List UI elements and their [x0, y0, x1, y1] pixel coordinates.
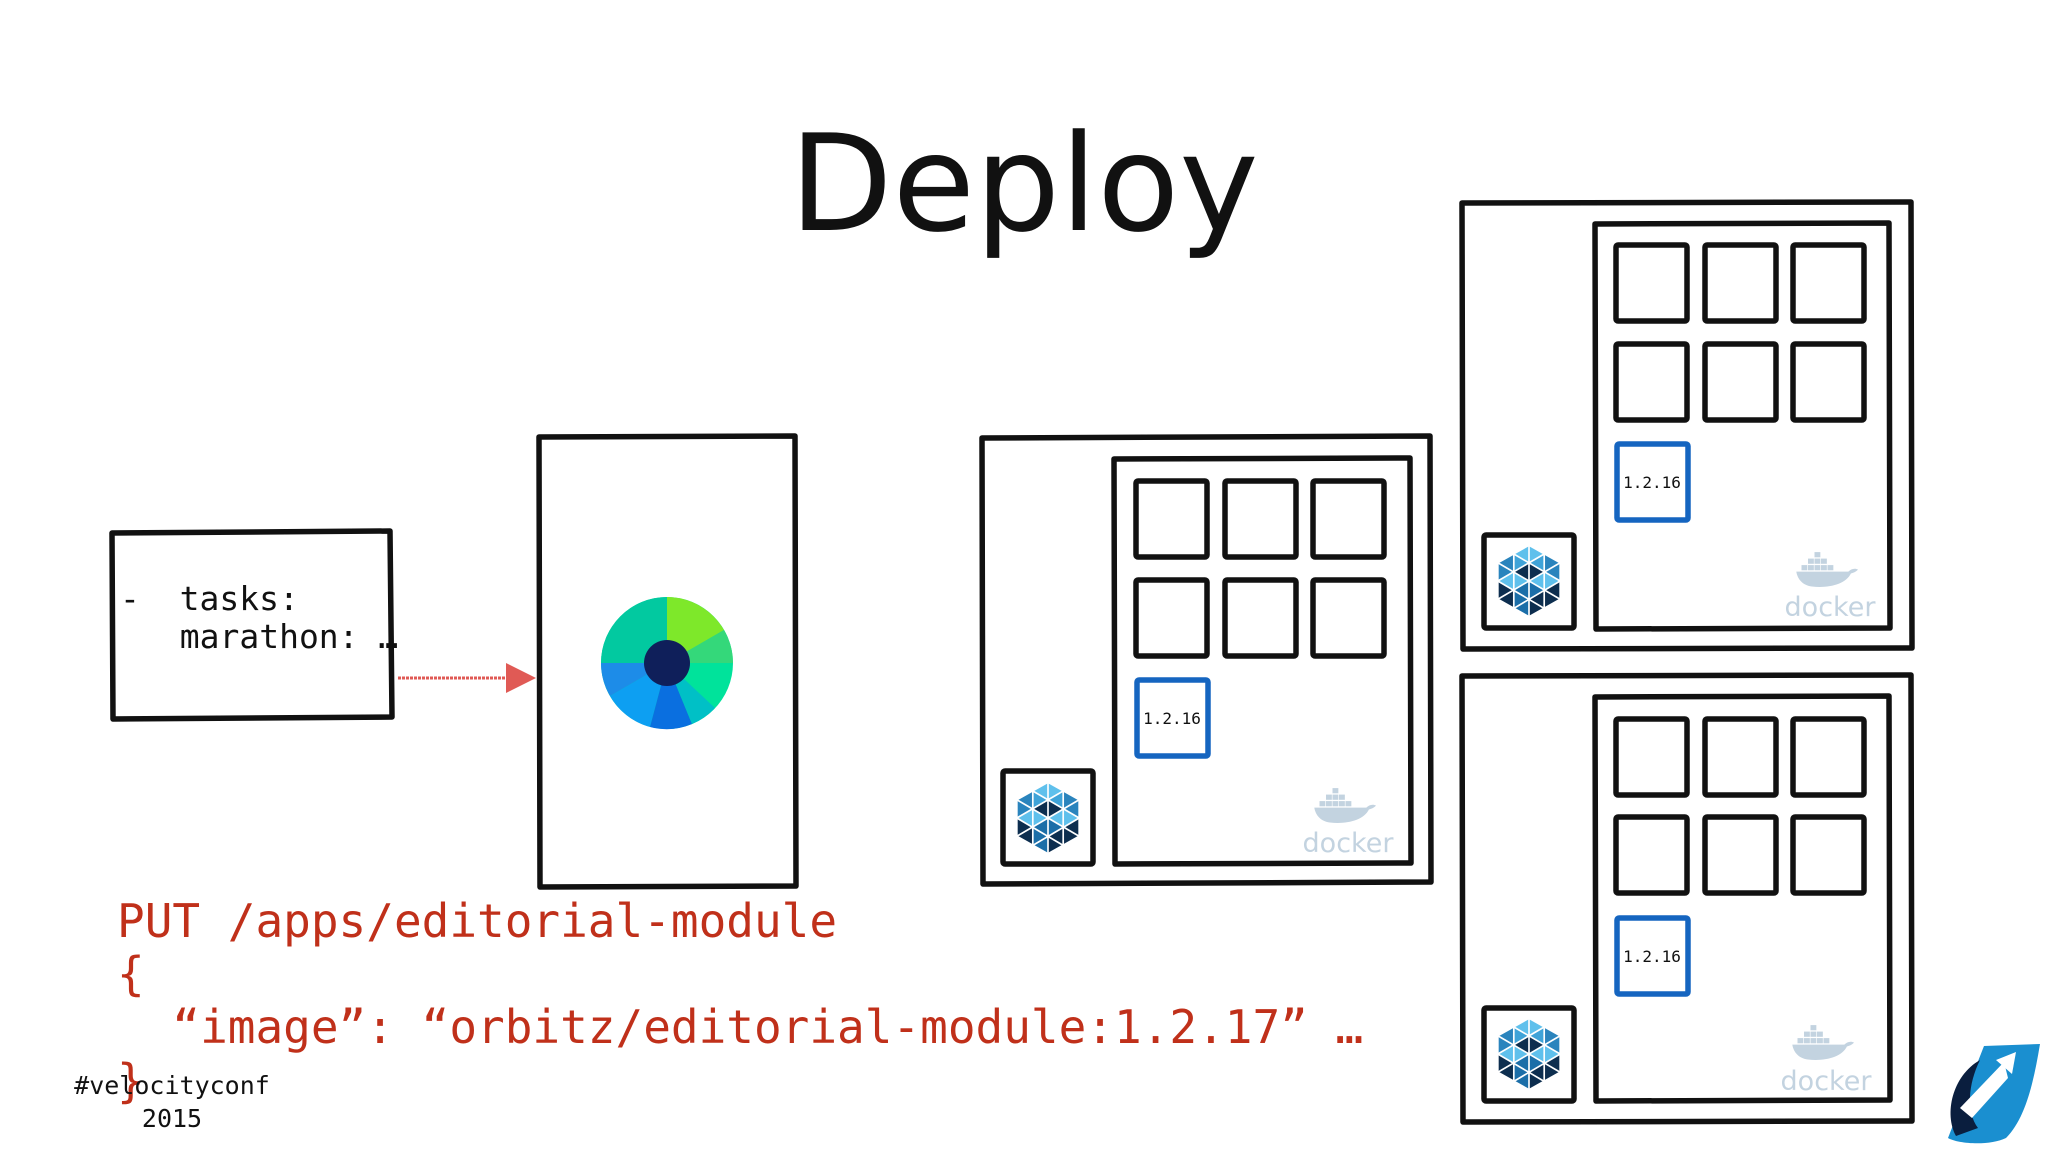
code-line-3: “image”: “orbitz/editorial-module:1.2.17…	[117, 1000, 1363, 1054]
container-slot	[1222, 478, 1299, 560]
container-slot	[1790, 341, 1867, 423]
docker-whale-icon	[1792, 1025, 1855, 1061]
container-slot	[1790, 242, 1867, 324]
container-slot	[1702, 716, 1779, 798]
deploy-request-code: PUT /apps/editorial-module { “image”: “o…	[117, 894, 1363, 1108]
container-slot	[1613, 716, 1690, 798]
docker-label: docker	[1785, 592, 1877, 623]
container-slot	[1133, 478, 1210, 560]
task-config-box: - tasks: marathon: …	[109, 528, 398, 722]
conference-tag: #velocityconf 2015	[74, 1071, 270, 1133]
container-slot	[1702, 242, 1779, 324]
slide-title: Deploy	[789, 106, 1258, 262]
docker-label: docker	[1303, 828, 1395, 859]
config-line-marathon: marathon: …	[140, 617, 398, 656]
running-container-slot	[1134, 677, 1211, 759]
container-slot	[1613, 814, 1690, 896]
container-slot	[1702, 814, 1779, 896]
running-container-slot	[1614, 915, 1691, 997]
conference-hashtag: #velocityconf	[74, 1071, 270, 1100]
container-slot	[1790, 716, 1867, 798]
agent-host-3: 1.2.16 docker	[1459, 672, 1915, 1125]
container-slot	[1222, 577, 1299, 659]
code-line-1: PUT /apps/editorial-module	[117, 894, 837, 948]
docker-whale-icon	[1796, 552, 1859, 588]
conference-year: 2015	[142, 1104, 202, 1133]
orbitz-logo-icon	[1948, 1044, 2040, 1144]
container-slot	[1310, 478, 1387, 560]
agent-host-2: 1.2.16 docker	[1459, 199, 1915, 652]
container-slot	[1310, 577, 1387, 659]
container-version-label: 1.2.16	[1623, 473, 1681, 492]
container-slot	[1613, 242, 1690, 324]
container-slot-grid	[1133, 478, 1387, 659]
config-line-tasks: - tasks:	[120, 579, 299, 618]
running-container-slot	[1614, 441, 1691, 523]
container-slot-grid	[1613, 242, 1867, 423]
marathon-logo-icon	[601, 597, 733, 730]
container-slot	[1790, 814, 1867, 896]
container-slot-grid	[1613, 716, 1867, 896]
container-version-label: 1.2.16	[1623, 947, 1681, 966]
container-slot	[1613, 341, 1690, 423]
marathon-scheduler-box	[536, 433, 799, 890]
code-line-4: }	[117, 1054, 145, 1108]
container-slot	[1133, 577, 1210, 659]
docker-whale-icon	[1314, 788, 1377, 824]
container-version-label: 1.2.16	[1143, 709, 1201, 728]
container-slot	[1702, 341, 1779, 423]
code-line-2: {	[117, 947, 145, 1001]
docker-label: docker	[1781, 1066, 1873, 1097]
agent-host-1: 1.2.16 docker	[979, 433, 1434, 887]
